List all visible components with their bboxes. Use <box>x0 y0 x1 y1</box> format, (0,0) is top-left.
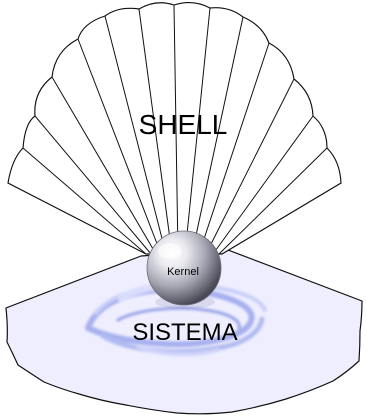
system-label: SISTEMA <box>132 319 237 346</box>
shell-label: SHELL <box>139 109 228 140</box>
kernel-highlight <box>158 243 182 259</box>
kernel-label: Kernel <box>167 266 199 278</box>
